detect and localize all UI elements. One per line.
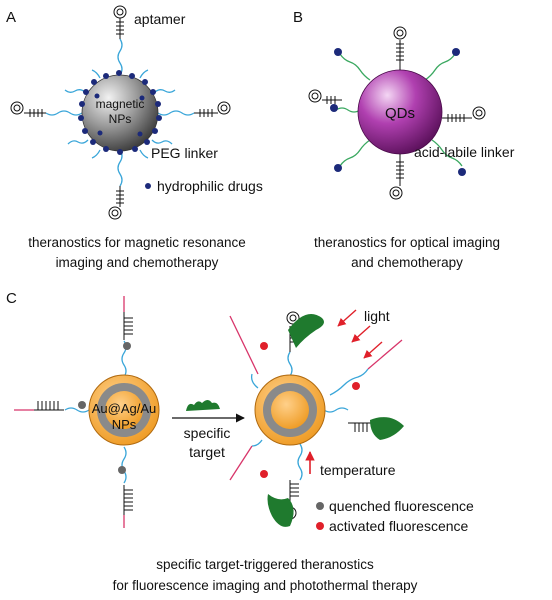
panel-b-letter: B bbox=[293, 9, 303, 26]
au-ag-au-np bbox=[88, 374, 160, 446]
qd-aptamer-right bbox=[442, 106, 486, 122]
drug-legend-dot bbox=[145, 183, 151, 189]
peg-linker-label: PEG linker bbox=[151, 145, 218, 161]
panel-c-caption-1: specific target-triggered theranostics bbox=[156, 557, 374, 572]
panel-b: B QDs bbox=[293, 9, 515, 270]
light-label: light bbox=[364, 308, 390, 324]
quenched-legend-dot bbox=[316, 502, 324, 510]
aptamer-left bbox=[10, 101, 46, 117]
left-np-pink-strands bbox=[14, 296, 125, 528]
right-np-pink-strands bbox=[229, 315, 403, 481]
right-np-linkers bbox=[250, 351, 369, 481]
left-np-dna bbox=[34, 312, 133, 515]
qd-aptamer-left bbox=[308, 89, 342, 104]
panel-c-letter: C bbox=[6, 290, 17, 307]
acid-labile-linker-label: acid-labile linker bbox=[414, 144, 515, 160]
acid-labile-linkers bbox=[335, 53, 463, 167]
panel-c: C bbox=[6, 290, 474, 593]
panel-b-caption-1: theranostics for optical imaging bbox=[314, 235, 500, 250]
panel-b-caption-2: and chemotherapy bbox=[351, 255, 463, 270]
panel-c-caption-2: for fluorescence imaging and phototherma… bbox=[113, 578, 418, 593]
au-ag-au-np-right bbox=[254, 374, 326, 446]
qd-label: QDs bbox=[385, 105, 415, 122]
panel-a-letter: A bbox=[6, 9, 16, 26]
np-label-2: NPs bbox=[112, 417, 137, 432]
quenched-legend-label: quenched fluorescence bbox=[329, 498, 474, 514]
hydrophilic-drugs-label: hydrophilic drugs bbox=[157, 178, 263, 194]
target-molecule bbox=[186, 400, 220, 411]
aptamer-right bbox=[194, 101, 231, 117]
temperature-label: temperature bbox=[320, 462, 396, 478]
drug-dots bbox=[78, 70, 162, 155]
aptamer-label: aptamer bbox=[134, 11, 186, 27]
bound-targets bbox=[267, 314, 404, 527]
panel-a: A magnetic NPs bbox=[6, 5, 263, 270]
light-arrows bbox=[337, 309, 383, 359]
peg-linkers bbox=[45, 38, 195, 187]
magnetic-np-label-2: NPs bbox=[109, 112, 132, 126]
specific-label: specific bbox=[184, 425, 231, 441]
left-np-quenched-dots bbox=[78, 342, 131, 474]
target-label: target bbox=[189, 444, 225, 460]
aptamer-top bbox=[113, 5, 127, 39]
panel-a-caption-2: imaging and chemotherapy bbox=[56, 255, 219, 270]
activated-legend-dot bbox=[316, 522, 324, 530]
panel-a-caption-1: theranostics for magnetic resonance bbox=[28, 235, 246, 250]
activated-legend-label: activated fluorescence bbox=[329, 518, 469, 534]
activated-fluor-dots bbox=[260, 342, 360, 478]
qd-drug-dots bbox=[330, 48, 466, 176]
np-label-1: Au@Ag/Au bbox=[92, 401, 157, 416]
qd-aptamer-top bbox=[393, 26, 407, 70]
aptamer-bottom bbox=[108, 186, 124, 220]
qd-aptamer-bottom bbox=[389, 154, 404, 200]
magnetic-np-label-1: magnetic bbox=[96, 97, 145, 111]
